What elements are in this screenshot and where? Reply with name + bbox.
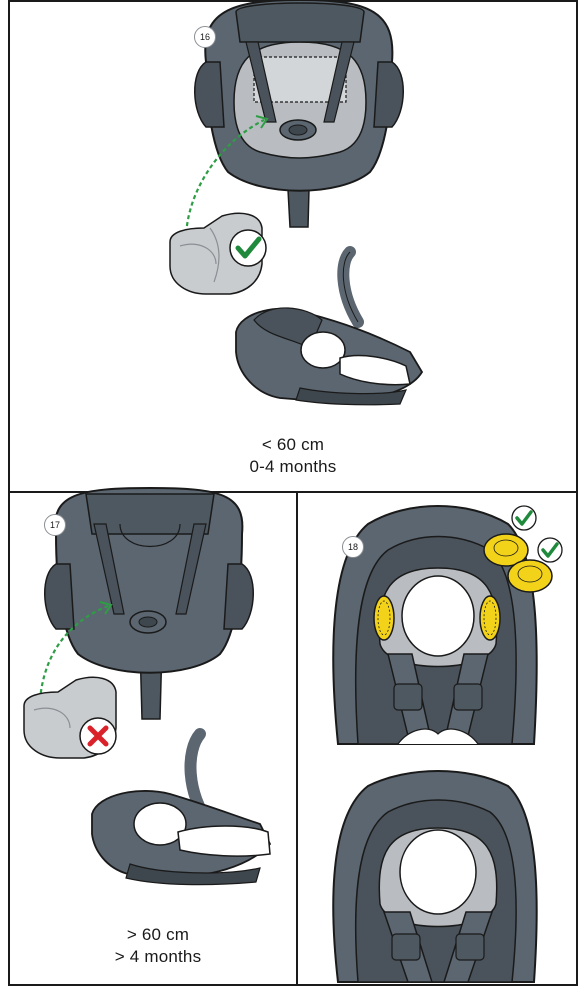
caption-step-16: < 60 cm 0-4 months (193, 434, 393, 478)
caption-step-16-age: 0-4 months (193, 456, 393, 478)
checkmark-icon (510, 504, 538, 532)
panel-step-17: 17 > 60 cm > 4 months (10, 494, 296, 984)
seat-illustration-top-view (10, 2, 576, 490)
seat-front-view-without-cushions (298, 764, 576, 984)
caption-step-17-size: > 60 cm (58, 924, 258, 946)
caption-step-17: > 60 cm > 4 months (58, 924, 258, 968)
seat-illustration-top-view-17 (10, 494, 296, 984)
panel-step-18: 18 (298, 494, 576, 984)
step-number-17: 17 (44, 514, 66, 536)
caption-step-17-age: > 4 months (58, 946, 258, 968)
panel-step-16: 16 < 60 cm 0-4 months (10, 2, 576, 490)
checkmark-icon (536, 536, 564, 564)
cross-icon (78, 716, 118, 756)
step-number-16: 16 (194, 26, 216, 48)
step-number-18: 18 (342, 536, 364, 558)
checkmark-icon (228, 228, 268, 268)
caption-step-16-size: < 60 cm (193, 434, 393, 456)
